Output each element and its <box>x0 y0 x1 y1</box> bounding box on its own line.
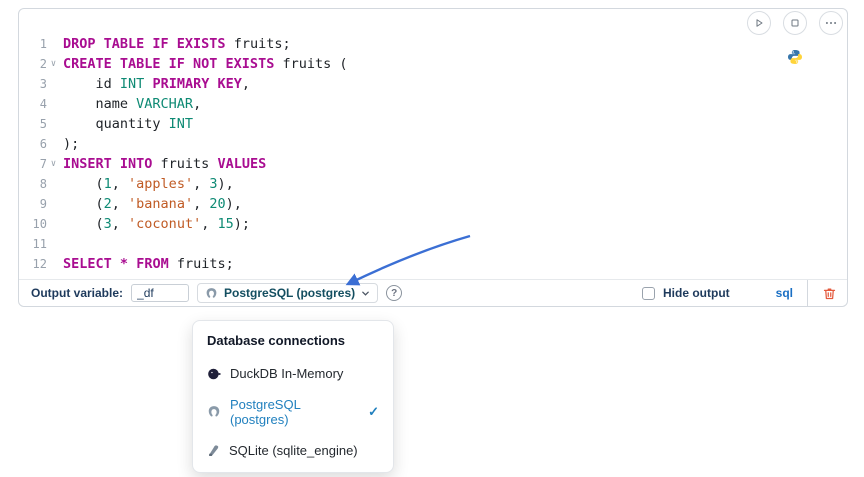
code-line-text: ); <box>63 136 80 152</box>
interrupt-button[interactable] <box>783 11 807 35</box>
check-icon: ✓ <box>368 404 379 419</box>
connection-dropdown-button[interactable]: PostgreSQL (postgres) <box>197 283 379 303</box>
hide-output-checkbox[interactable] <box>642 286 655 300</box>
menu-title: Database connections <box>207 333 345 348</box>
fold-gutter-spacer <box>47 254 60 274</box>
connection-option[interactable]: DuckDB In-Memory <box>193 358 393 389</box>
code-line[interactable]: 4 name VARCHAR, <box>19 94 847 114</box>
fold-gutter-spacer <box>47 114 60 134</box>
line-number: 4 <box>39 97 47 111</box>
line-number: 3 <box>39 77 47 91</box>
fold-gutter-spacer <box>47 174 60 194</box>
code-line[interactable]: 9 (2, 'banana', 20), <box>19 194 847 214</box>
code-line-text: CREATE TABLE IF NOT EXISTS fruits ( <box>63 56 348 72</box>
code-line[interactable]: 7∨ INSERT INTO fruits VALUES <box>19 154 847 174</box>
code-line-text: id INT PRIMARY KEY, <box>63 76 250 92</box>
line-number: 11 <box>32 237 47 251</box>
stop-icon <box>789 17 801 29</box>
postgres-icon <box>205 287 218 300</box>
connection-option[interactable]: SQLite (sqlite_engine) <box>193 435 393 466</box>
hide-output-label: Hide output <box>663 286 730 300</box>
duckdb-icon <box>207 367 221 381</box>
line-number: 12 <box>32 257 47 271</box>
fold-gutter-spacer <box>47 234 60 254</box>
fold-chevron-icon[interactable]: ∨ <box>50 59 57 69</box>
code-line-text: (1, 'apples', 3), <box>63 176 234 192</box>
code-line-text: DROP TABLE IF EXISTS fruits; <box>63 36 291 52</box>
chevron-down-icon <box>361 289 370 298</box>
line-number: 10 <box>32 217 47 231</box>
line-number: 6 <box>39 137 47 151</box>
line-number: 7 <box>39 157 47 171</box>
connection-option-label: SQLite (sqlite_engine) <box>229 443 358 458</box>
line-number: 8 <box>39 177 47 191</box>
code-line[interactable]: 12 SELECT * FROM fruits; <box>19 254 847 274</box>
fold-gutter-spacer <box>47 34 60 54</box>
cell-footer: Output variable: PostgreSQL (postgres) ?… <box>19 279 847 306</box>
connection-option-label: DuckDB In-Memory <box>230 366 344 381</box>
code-line[interactable]: 5 quantity INT <box>19 114 847 134</box>
code-line[interactable]: 2∨ CREATE TABLE IF NOT EXISTS fruits ( <box>19 54 847 74</box>
delete-cell-button[interactable] <box>816 286 843 301</box>
fold-gutter-spacer <box>47 214 60 234</box>
code-line[interactable]: 11 <box>19 234 847 254</box>
output-variable-input[interactable] <box>131 284 190 302</box>
footer-divider <box>807 280 808 306</box>
connection-option-label: PostgreSQL (postgres) <box>230 397 301 427</box>
code-line[interactable]: 1 DROP TABLE IF EXISTS fruits; <box>19 34 847 54</box>
output-variable-label: Output variable: <box>31 286 124 300</box>
code-line[interactable]: 3 id INT PRIMARY KEY, <box>19 74 847 94</box>
trash-icon <box>822 286 837 301</box>
code-line-text: quantity INT <box>63 116 194 132</box>
code-line-text: name VARCHAR, <box>63 96 202 112</box>
line-number: 2 <box>39 57 47 71</box>
line-number: 5 <box>39 117 47 131</box>
fold-gutter-spacer <box>47 194 60 214</box>
more-options-button[interactable] <box>819 11 843 35</box>
code-line-text: INSERT INTO fruits VALUES <box>63 156 267 172</box>
connection-label: PostgreSQL (postgres) <box>224 286 356 300</box>
cell-actions-toolbar <box>747 11 843 35</box>
code-line-text: (3, 'coconut', 15); <box>63 216 251 232</box>
fold-gutter-spacer <box>47 94 60 114</box>
help-icon[interactable]: ? <box>386 285 403 301</box>
line-number: 9 <box>39 197 47 211</box>
play-icon <box>753 17 765 29</box>
run-cell-button[interactable] <box>747 11 771 35</box>
fold-gutter-spacer <box>47 134 60 154</box>
line-number: 1 <box>39 37 47 51</box>
code-line-text: (2, 'banana', 20), <box>63 196 242 212</box>
fold-gutter-spacer <box>47 74 60 94</box>
ellipsis-icon <box>824 16 838 30</box>
postgres-icon <box>207 405 221 419</box>
python-icon <box>787 49 803 70</box>
code-line-text <box>60 234 63 254</box>
code-line-text: SELECT * FROM fruits; <box>63 256 234 272</box>
code-line[interactable]: 10 (3, 'coconut', 15); <box>19 214 847 234</box>
language-toggle[interactable]: sql <box>775 286 793 300</box>
code-line[interactable]: 8 (1, 'apples', 3), <box>19 174 847 194</box>
fold-chevron-icon[interactable]: ∨ <box>50 159 57 169</box>
sqlite-icon <box>207 444 220 457</box>
connection-option[interactable]: PostgreSQL (postgres) ✓ <box>193 389 393 435</box>
code-line[interactable]: 6); <box>19 134 847 154</box>
